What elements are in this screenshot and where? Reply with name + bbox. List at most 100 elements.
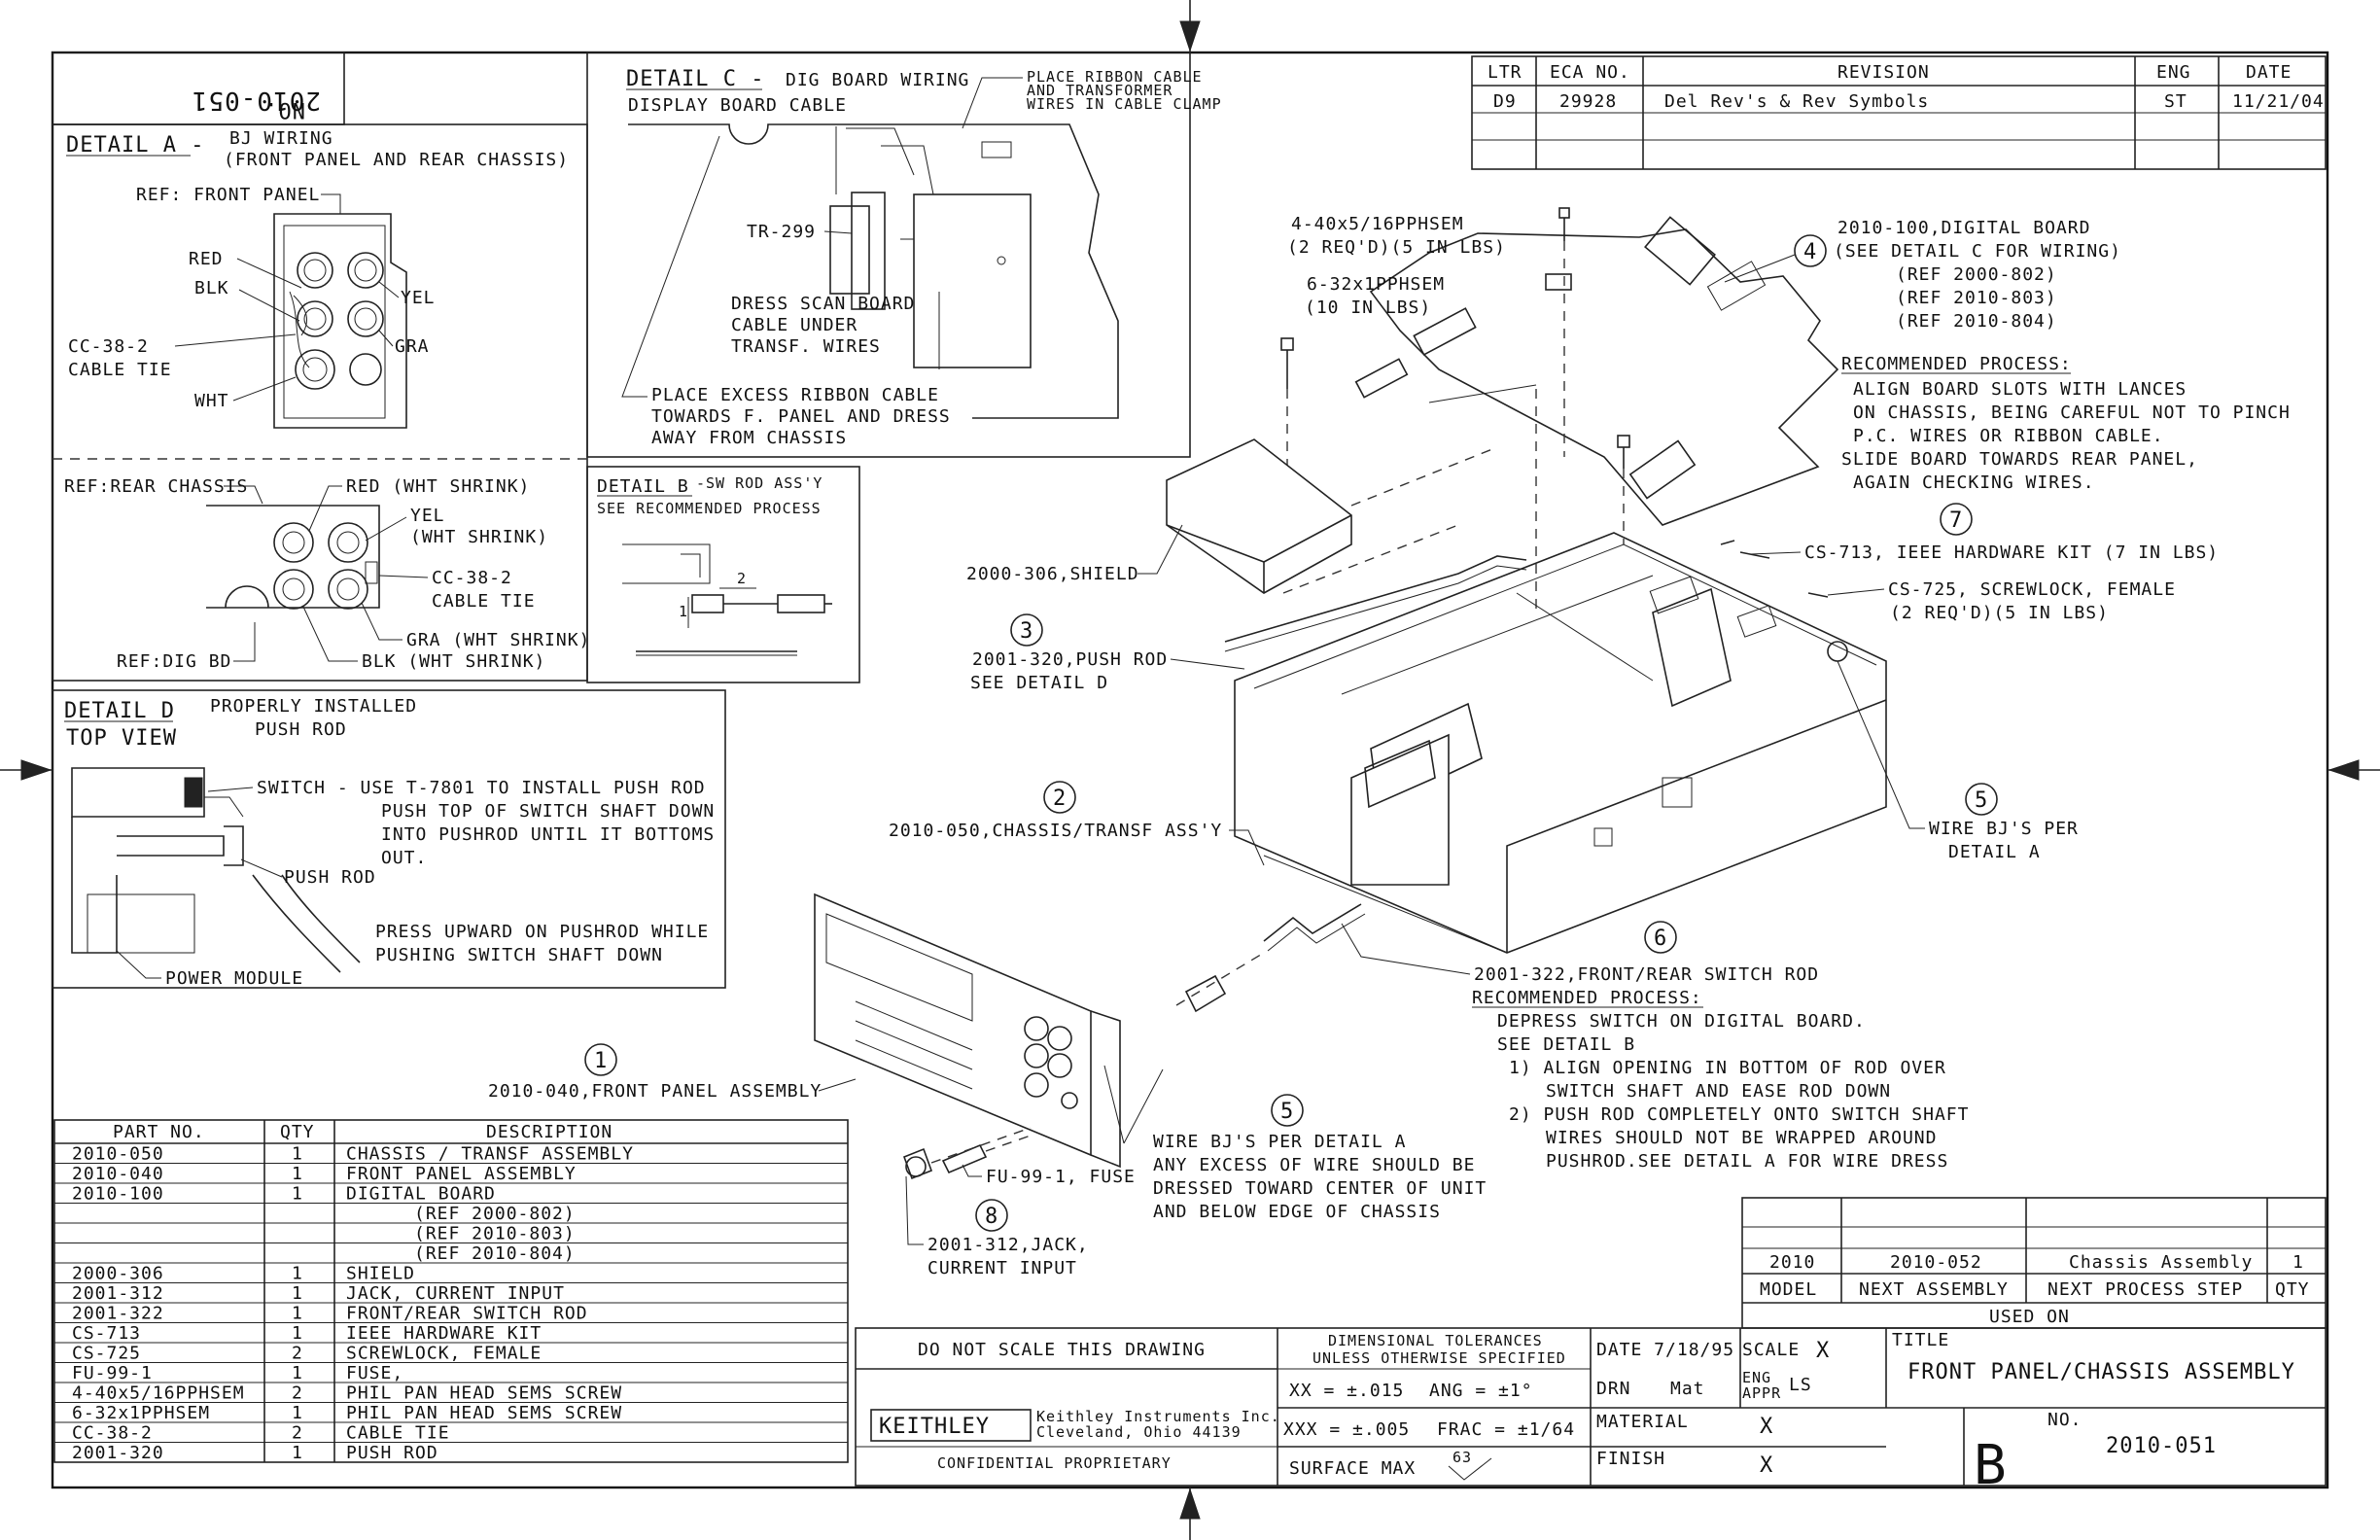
- rec-line3: P.C. WIRES OR RIBBON CABLE.: [1853, 426, 2164, 446]
- bom-qty: 1: [292, 1304, 303, 1324]
- bom-qty: 1: [292, 1164, 303, 1184]
- detail-a-red-shrink: RED (WHT SHRINK): [346, 476, 530, 497]
- detail-a-subtitle1: BJ WIRING: [229, 128, 333, 149]
- detail-a-wht: WHT: [194, 391, 229, 411]
- front-panel-label: 2010-040,FRONT PANEL ASSEMBLY: [488, 1081, 822, 1102]
- detail-d-push-rod: PUSH ROD: [284, 867, 376, 888]
- bom-qty: 1: [292, 1323, 303, 1344]
- callout-circle-5-right: [1965, 783, 1998, 816]
- detail-c-clamp-3: WIRES IN CABLE CLAMP: [1027, 95, 1222, 113]
- used-on-model-header: MODEL: [1760, 1279, 1817, 1300]
- tb-no-label: NO.: [2048, 1410, 2082, 1430]
- callout-num-5-center: 5: [1280, 1100, 1294, 1124]
- rev-row-revision: Del Rev's & Rev Symbols: [1664, 91, 1929, 112]
- used-on-model-val: 2010: [1769, 1252, 1815, 1273]
- tb-material-value: X: [1760, 1415, 1773, 1439]
- rev-header-eca: ECA NO.: [1550, 62, 1630, 83]
- rec-title: RECOMMENDED PROCESS:: [1841, 354, 2072, 374]
- detail-c-excess-2: TOWARDS F. PANEL AND DRESS: [651, 406, 951, 427]
- tol-title-2: UNLESS OTHERWISE SPECIFIED: [1312, 1349, 1566, 1367]
- callout-circle-8: [975, 1199, 1008, 1232]
- detail-c-display-cable: DISPLAY BOARD CABLE: [628, 95, 847, 116]
- detail-b-note: SEE RECOMMENDED PROCESS: [597, 500, 822, 517]
- used-on-next-assembly-val: 2010-052: [1890, 1252, 1982, 1273]
- screw-632-line2: (10 IN LBS): [1305, 298, 1431, 318]
- screw-440-line2: (2 REQ'D)(5 IN LBS): [1287, 237, 1506, 258]
- rev-row-eca: 29928: [1559, 91, 1617, 112]
- tb-scale-value: X: [1816, 1339, 1830, 1363]
- rec-line4: SLIDE BOARD TOWARDS REAR PANEL,: [1841, 449, 2198, 470]
- detail-a-ref-front-panel: REF: FRONT PANEL: [136, 185, 320, 205]
- bom-part-no: 2001-322: [72, 1304, 164, 1324]
- tb-title-label: TITLE: [1892, 1330, 1949, 1350]
- wire-c-line1: WIRE BJ'S PER DETAIL A: [1153, 1132, 1406, 1152]
- digital-line3: (REF 2000-802): [1896, 264, 2057, 285]
- detail-a-ref-rear-chassis: REF:REAR CHASSIS: [64, 476, 248, 497]
- bom-qty: 2: [292, 1423, 303, 1444]
- rev-row-date: 11/21/04: [2232, 91, 2325, 112]
- switchrod-line1: 2001-322,FRONT/REAR SWITCH ROD: [1474, 964, 1819, 985]
- bom-header-desc: DESCRIPTION: [486, 1122, 612, 1142]
- bom-description: SHIELD: [346, 1264, 415, 1284]
- callout-circle-7: [1940, 503, 1973, 536]
- detail-c-dress-2: CABLE UNDER: [731, 315, 858, 335]
- bom-description: (REF 2000-802): [414, 1204, 576, 1224]
- screwlock-line1: CS-725, SCREWLOCK, FEMALE: [1888, 579, 2176, 600]
- bom-part-no: 4-40x5/16PPHSEM: [72, 1383, 245, 1404]
- screw-632-line1: 6-32x1PPHSEM: [1307, 274, 1445, 295]
- jack-line1: 2001-312,JACK,: [928, 1235, 1089, 1255]
- ieee-label: CS-713, IEEE HARDWARE KIT (7 IN LBS): [1804, 542, 2219, 563]
- detail-a-title: DETAIL A -: [66, 133, 204, 158]
- detail-b-step2: 2: [737, 570, 747, 587]
- tb-drn-value: Mat: [1670, 1379, 1705, 1399]
- bom-part-no: FU-99-1: [72, 1363, 153, 1383]
- mirrored-number: 2010-051: [192, 86, 321, 115]
- used-on-label: USED ON: [1989, 1307, 2070, 1327]
- detail-b-panel: DETAIL B -SW ROD ASS'Y SEE RECOMMENDED P…: [586, 466, 860, 683]
- bom-part-no: CS-725: [72, 1344, 141, 1364]
- detail-d-switch-4: OUT.: [381, 848, 427, 868]
- bom-description: PHIL PAN HEAD SEMS SCREW: [346, 1383, 622, 1404]
- bom-qty: 1: [292, 1184, 303, 1205]
- detail-a-yel-2: (WHT SHRINK): [410, 527, 548, 547]
- bom-description: SCREWLOCK, FEMALE: [346, 1344, 542, 1364]
- callout-num-3: 3: [1020, 619, 1033, 644]
- bom-part-no: 2010-040: [72, 1164, 164, 1184]
- mirrored-no-label: NO.: [263, 97, 305, 122]
- bom-qty: 1: [292, 1264, 303, 1284]
- confidential: CONFIDENTIAL PROPRIETARY: [937, 1454, 1172, 1472]
- callout-circle-5-center: [1271, 1094, 1304, 1127]
- switchrod-rec: RECOMMENDED PROCESS:: [1472, 988, 1702, 1008]
- detail-a-blk-shrink: BLK (WHT SHRINK): [362, 651, 545, 672]
- callout-circle-2: [1043, 781, 1076, 814]
- bom-qty: 1: [292, 1283, 303, 1304]
- company-logo-text: KEITHLEY: [879, 1415, 990, 1439]
- rev-header-ltr: LTR: [1488, 62, 1522, 83]
- pushrod-line2: SEE DETAIL D: [970, 673, 1108, 693]
- detail-d-title: DETAIL D: [64, 699, 175, 723]
- callout-num-6: 6: [1654, 927, 1667, 951]
- wire-r-line1: WIRE BJ'S PER: [1929, 819, 2079, 839]
- jack-line2: CURRENT INPUT: [928, 1258, 1077, 1278]
- callout-num-7: 7: [1949, 508, 1963, 533]
- tb-finish-value: X: [1760, 1453, 1773, 1478]
- switchrod-line5: SWITCH SHAFT AND EASE ROD DOWN: [1546, 1081, 1891, 1102]
- detail-a-panel: DETAIL A - BJ WIRING (FRONT PANEL AND RE…: [52, 123, 590, 682]
- tol-frac: FRAC = ±1/64: [1437, 1419, 1575, 1440]
- callout-num-8: 8: [985, 1205, 998, 1229]
- bom-description: FRONT PANEL ASSEMBLY: [346, 1164, 577, 1184]
- tol-xx: XX = ±.015: [1289, 1381, 1404, 1401]
- detail-c-dress-1: DRESS SCAN BOARD: [731, 294, 915, 314]
- detail-a-gra-shrink: GRA (WHT SHRINK): [406, 630, 590, 650]
- wire-c-line4: AND BELOW EDGE OF CHASSIS: [1153, 1202, 1441, 1222]
- detail-c-dress-3: TRANSF. WIRES: [731, 336, 881, 357]
- wire-c-line2: ANY EXCESS OF WIRE SHOULD BE: [1153, 1155, 1475, 1175]
- switchrod-line6: 2) PUSH ROD COMPLETELY ONTO SWITCH SHAFT: [1509, 1104, 1969, 1125]
- switchrod-line4: 1) ALIGN OPENING IN BOTTOM OF ROD OVER: [1509, 1058, 1946, 1078]
- detail-d-switch-3: INTO PUSHROD UNTIL IT BOTTOMS: [381, 824, 715, 845]
- detail-a-subtitle2: (FRONT PANEL AND REAR CHASSIS): [224, 150, 569, 170]
- title-block: DO NOT SCALE THIS DRAWING DIMENSIONAL TO…: [855, 1327, 2327, 1497]
- detail-d-prop-2: PUSH ROD: [255, 719, 347, 740]
- rev-header-date: DATE: [2246, 62, 2292, 83]
- detail-b-subtitle: -SW ROD ASS'Y: [696, 474, 822, 492]
